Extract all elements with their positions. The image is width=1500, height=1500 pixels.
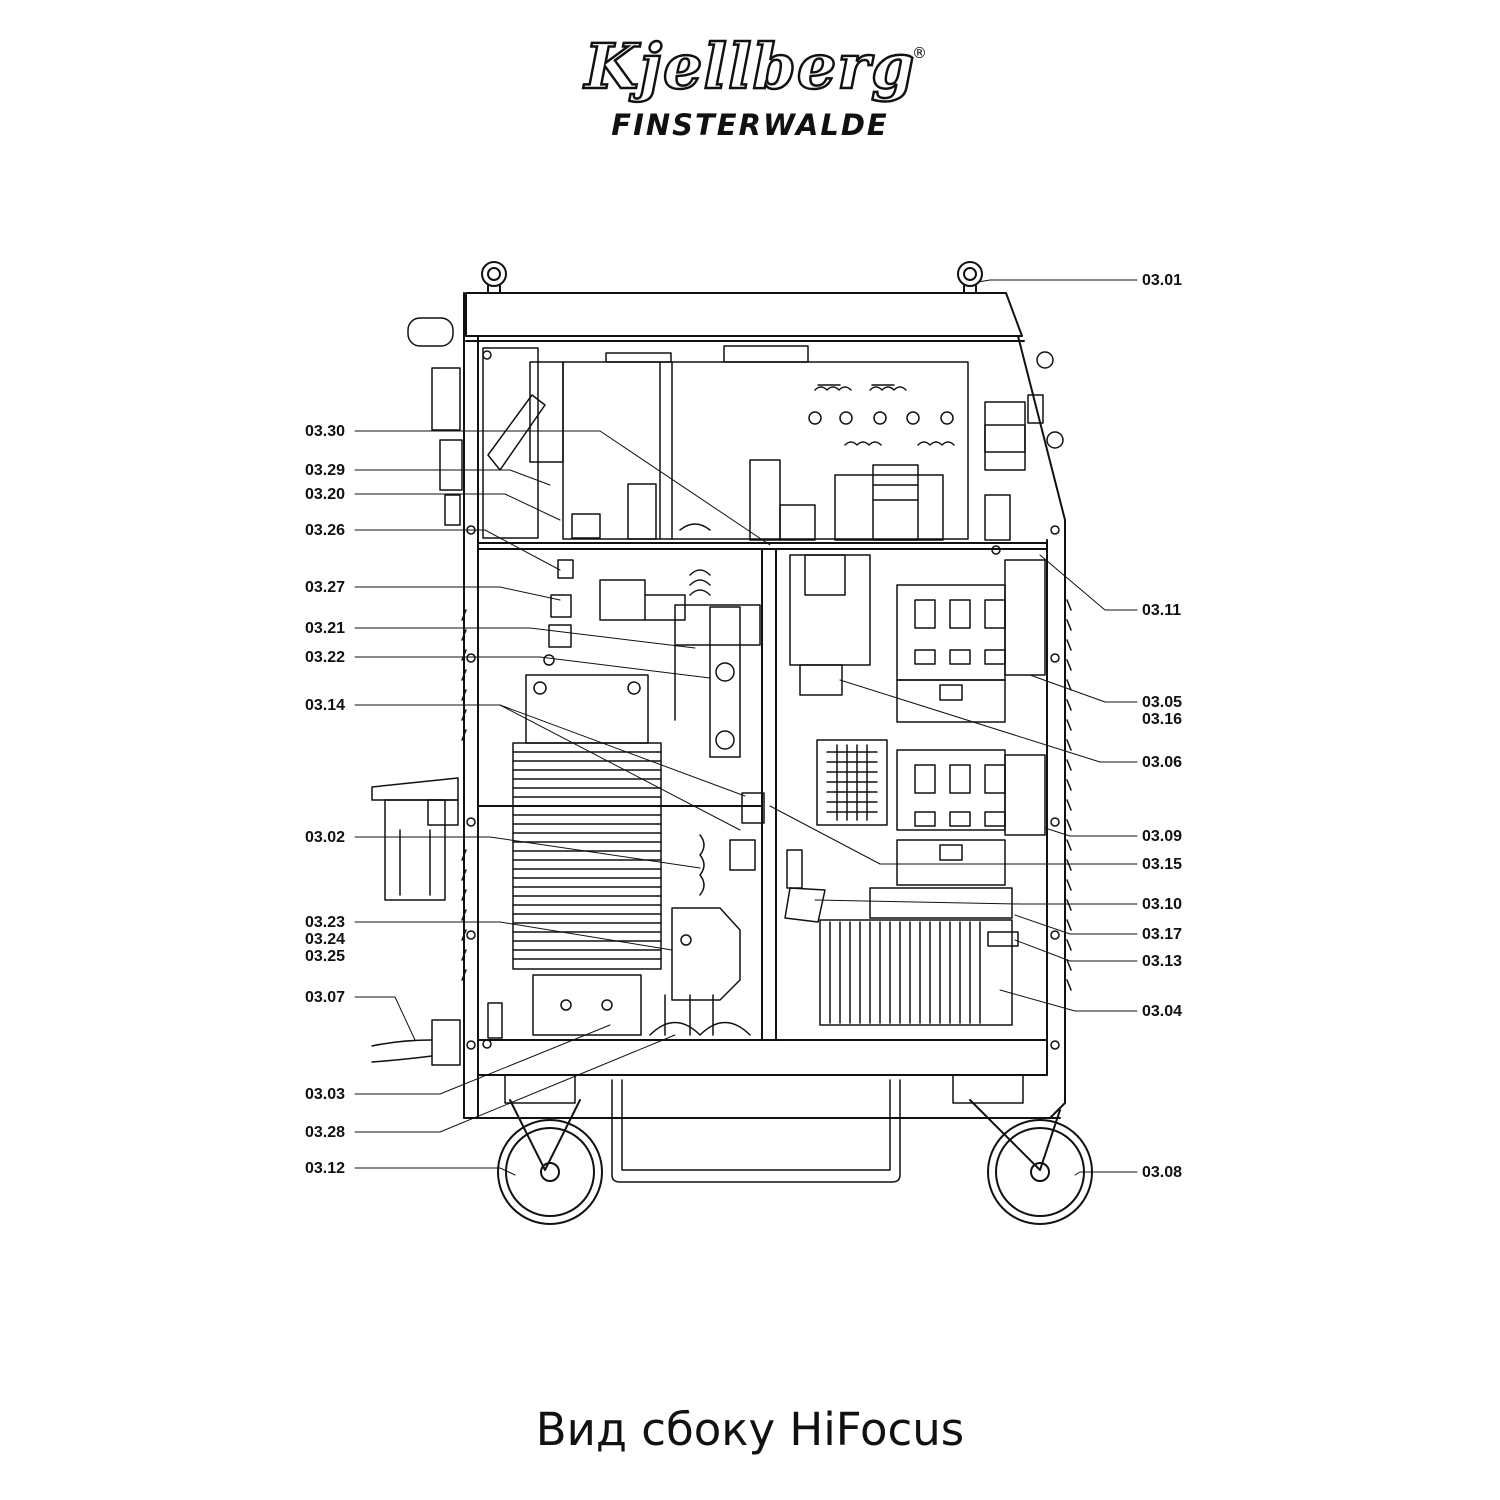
- callout-label: 03.30: [305, 423, 346, 440]
- logo-brand-text: Kjellberg: [583, 29, 916, 105]
- callout-label: 03.24: [305, 931, 346, 948]
- upper-board: [562, 345, 1011, 541]
- callout-label: 03.02: [305, 829, 346, 846]
- callout-label: 03.09: [1142, 828, 1183, 845]
- water-connector-assembly: [543, 559, 761, 758]
- callout-label: 03.25: [305, 948, 346, 965]
- callout-label: 03.28: [305, 1124, 346, 1141]
- left-upper-panel: [407, 317, 564, 539]
- callout-label: 03.04: [1142, 1003, 1183, 1020]
- logo-registered-mark: ®: [912, 44, 927, 62]
- diagram-caption: Вид сбоку HiFocus: [535, 1403, 965, 1456]
- callout-label: 03.12: [305, 1160, 346, 1177]
- callout-label: 03.29: [305, 462, 346, 479]
- callout-label: 03.26: [305, 522, 346, 539]
- frame-screws: [466, 350, 1060, 1050]
- vent-slots: [461, 599, 1072, 991]
- callout-label: 03.13: [1142, 953, 1183, 970]
- logo-location-text: FINSTERWALDE: [611, 108, 889, 142]
- callout-label: 03.01: [1142, 272, 1183, 289]
- callout-label: 03.05: [1142, 694, 1183, 711]
- callout-label: 03.14: [305, 697, 346, 714]
- lifting-eyes: [481, 261, 983, 294]
- callout-label: 03.11: [1142, 602, 1182, 619]
- power-modules: [789, 554, 1046, 886]
- main-transformer: [512, 674, 765, 1036]
- callout-label: 03.23: [305, 914, 346, 931]
- callout-label: 03.27: [305, 579, 346, 596]
- callout-label: 03.15: [1142, 856, 1183, 873]
- callout-label: 03.08: [1142, 1164, 1183, 1181]
- callout-label: 03.10: [1142, 896, 1183, 913]
- side-filter-unit: [371, 777, 459, 901]
- callout-label: 03.16: [1142, 711, 1183, 728]
- leader-lines: [354, 279, 1138, 1176]
- callout-label: 03.17: [1142, 926, 1183, 943]
- housing-frame: [463, 292, 1066, 1119]
- mains-cable: [371, 1019, 461, 1066]
- top-cover: [465, 292, 1025, 342]
- callout-label: 03.03: [305, 1086, 346, 1103]
- front-control-panel: [984, 351, 1064, 471]
- output-choke: [784, 849, 1019, 1026]
- callout-label: 03.20: [305, 486, 346, 503]
- bottom-terminals: [487, 994, 751, 1039]
- callout-label: 03.07: [305, 989, 346, 1006]
- callout-label: 03.06: [1142, 754, 1183, 771]
- callout-label: 03.22: [305, 649, 346, 666]
- undercarriage: [504, 1074, 1024, 1183]
- callout-label: 03.21: [305, 620, 346, 637]
